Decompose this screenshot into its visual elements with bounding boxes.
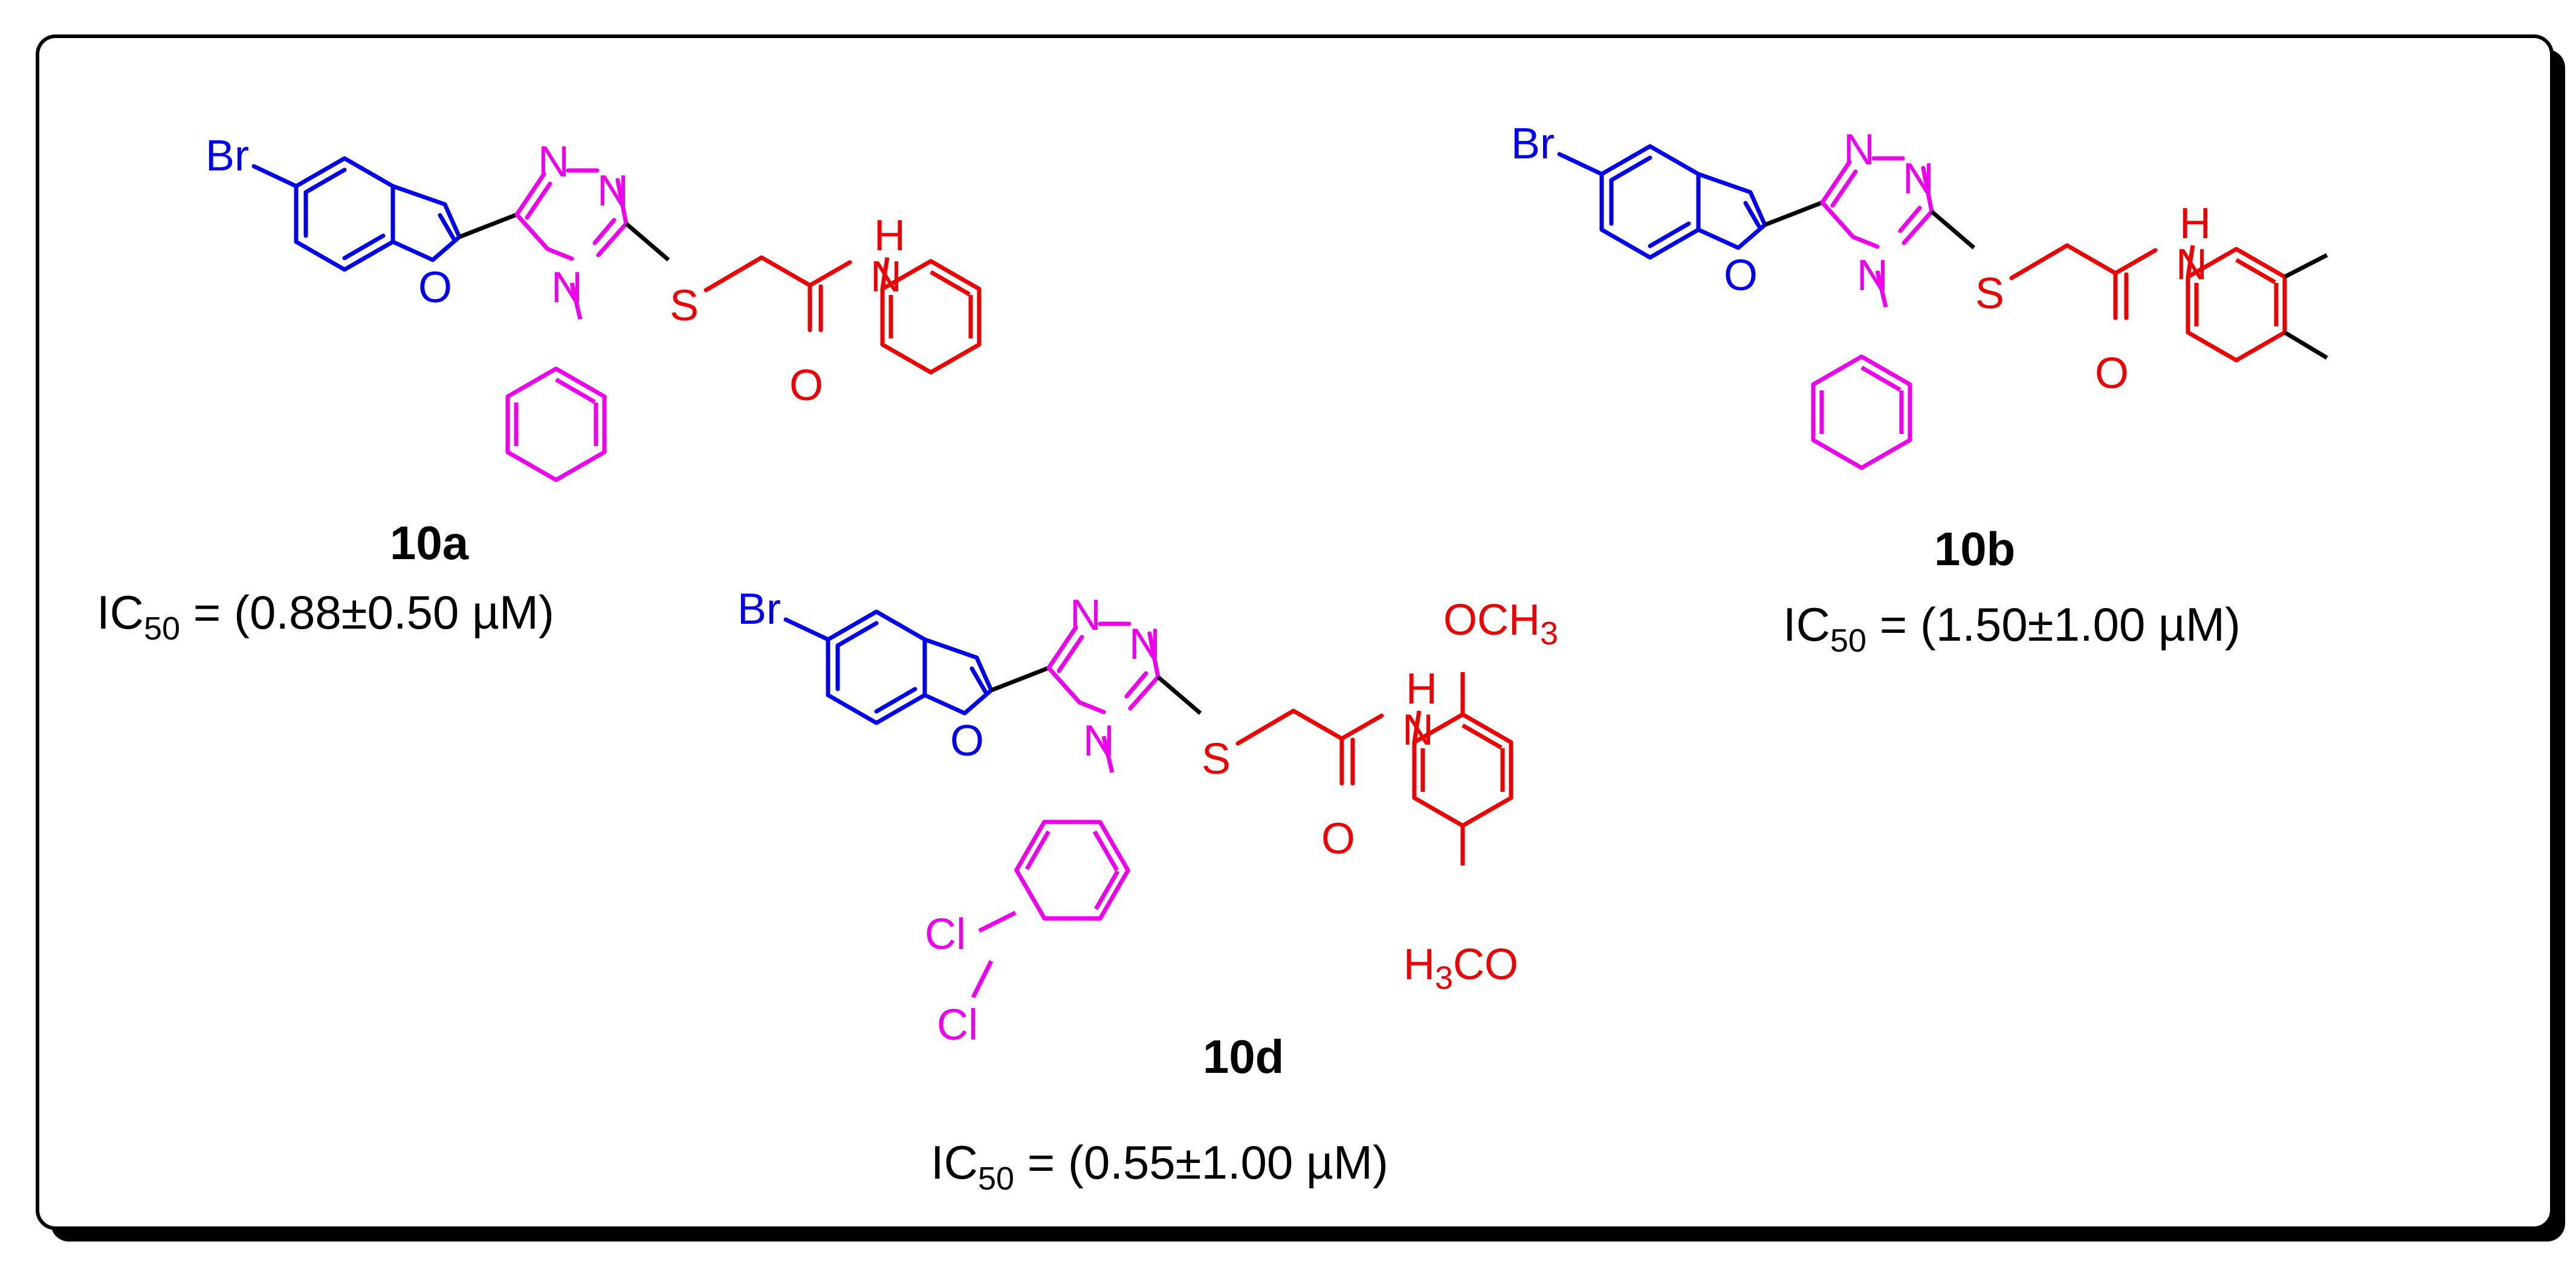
atom-n: N [538,138,569,186]
atom-o: O [1724,251,1758,300]
compound-label: 10a [390,516,469,569]
atom-cl: Cl [937,1001,978,1049]
atom-br: Br [205,132,249,180]
compound-10a-structure: Br O N N N S H N O [205,132,982,480]
frame [36,34,2565,1242]
compound-label: 10d [1203,1030,1284,1083]
bond-linker [1764,200,1824,227]
atom-br: Br [737,585,781,633]
bond-linker [458,212,518,239]
atom-n: N [1903,155,1934,203]
compound-10b-structure: Br O N N N S H N O [1511,120,2328,468]
atom-n: N [1129,620,1160,669]
frame-box [36,34,2554,1230]
atom-n: N [870,253,902,301]
atom-h: H [2180,199,2211,248]
atom-n: N [1083,717,1115,765]
atom-o: O [789,361,823,410]
ic50-caption: IC50 = (0.88±0.50 µM) [97,586,554,647]
compound-label: 10b [1934,522,2015,575]
atom-o: O [950,717,984,765]
atom-o: O [2095,349,2129,398]
ic50-caption: IC50 = (0.55±1.00 µM) [931,1136,1388,1197]
atom-cl: Cl [925,910,966,959]
atom-n: N [1857,251,1888,300]
atom-s: S [1202,735,1231,783]
methoxy-top: OCH3 [1443,596,1558,652]
atom-br: Br [1511,120,1555,168]
bond-linker [990,665,1050,693]
atom-n: N [1070,591,1101,640]
methoxy-bottom: H3CO [1403,941,1518,996]
atom-h: H [874,212,905,260]
atom-s: S [670,282,699,330]
compound-10d-structure: Br O N N N Cl Cl S H N O OCH3 H3CO [737,585,1558,1049]
atom-s: S [1975,270,2004,318]
atom-n: N [2176,241,2207,289]
atom-o: O [418,264,452,312]
atom-n: N [1402,706,1434,754]
ic50-caption: IC50 = (1.50±1.00 µM) [1783,598,2241,659]
atom-h: H [1406,665,1437,713]
atom-o: O [1321,815,1355,863]
atom-n: N [551,264,583,312]
atom-n: N [1843,126,1875,174]
atom-n: N [597,167,629,215]
